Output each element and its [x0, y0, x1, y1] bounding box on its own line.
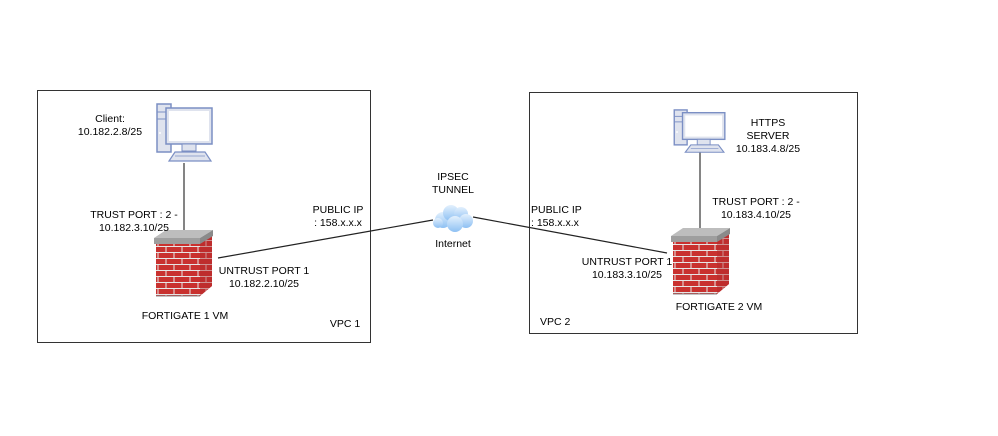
fw2-trust-port-ip: 10.183.4.10/25 [720, 209, 792, 221]
ipsec-tunnel-label: IPSEC TUNNEL [418, 171, 488, 197]
client-ip: 10.182.2.8/25 [77, 126, 143, 138]
client-label: Client: 10.182.2.8/25 [70, 113, 150, 139]
fw1-trust-port-ip: 10.182.3.10/25 [98, 222, 170, 234]
fw1-label: FORTIGATE 1 VM [141, 310, 229, 322]
vpc1-public-ip-value: : 158.x.x.x [314, 217, 362, 229]
vpc1-public-ip-label: PUBLIC IP : 158.x.x.x [308, 204, 368, 230]
fw1-untrust-port-name: UNTRUST PORT 1 [218, 265, 310, 277]
server-label-line1: HTTPS [750, 117, 786, 129]
vpc2-public-ip-label: PUBLIC IP : 158.x.x.x [531, 204, 591, 230]
vpc2-public-ip-value: : 158.x.x.x [531, 217, 579, 229]
internet-label: Internet [435, 238, 471, 250]
fw1-trust-port-label: TRUST PORT : 2 - 10.182.3.10/25 [84, 209, 184, 235]
firewall-1-icon [154, 230, 213, 297]
internet-cloud-icon [433, 205, 473, 232]
ipsec-tunnel-line2: TUNNEL [431, 184, 474, 196]
client-label-title: Client: [95, 113, 125, 125]
firewall1-to-internet-link [217, 219, 434, 259]
server-label: HTTPS SERVER 10.183.4.8/25 [728, 117, 808, 156]
fw2-untrust-port-name: UNTRUST PORT 1 [581, 256, 673, 268]
fw2-untrust-port-label: UNTRUST PORT 1 10.183.3.10/25 [577, 256, 677, 282]
firewall-2-icon [671, 228, 730, 295]
vpc2-label: VPC 2 [540, 316, 571, 328]
fw2-trust-port-label: TRUST PORT : 2 - 10.183.4.10/25 [706, 196, 806, 222]
fw1-untrust-port-label: UNTRUST PORT 1 10.182.2.10/25 [214, 265, 314, 291]
fw2-trust-port-name: TRUST PORT : 2 - [712, 196, 800, 208]
server-label-line2: SERVER [746, 130, 790, 142]
internet-to-firewall2-link [472, 216, 668, 254]
vpc1-public-ip-title: PUBLIC IP [312, 204, 364, 216]
vpc2-public-ip-title: PUBLIC IP [531, 204, 582, 216]
ipsec-tunnel-line1: IPSEC [437, 171, 469, 183]
server-ip: 10.183.4.8/25 [735, 143, 801, 155]
fw2-untrust-port-ip: 10.183.3.10/25 [591, 269, 663, 281]
server-computer-icon [673, 109, 726, 153]
client-computer-icon [156, 103, 213, 162]
fw2-label: FORTIGATE 2 VM [675, 301, 763, 313]
vpc1-label: VPC 1 [329, 318, 361, 330]
fw1-trust-port-name: TRUST PORT : 2 - [90, 209, 178, 221]
fw1-untrust-port-ip: 10.182.2.10/25 [228, 278, 300, 290]
